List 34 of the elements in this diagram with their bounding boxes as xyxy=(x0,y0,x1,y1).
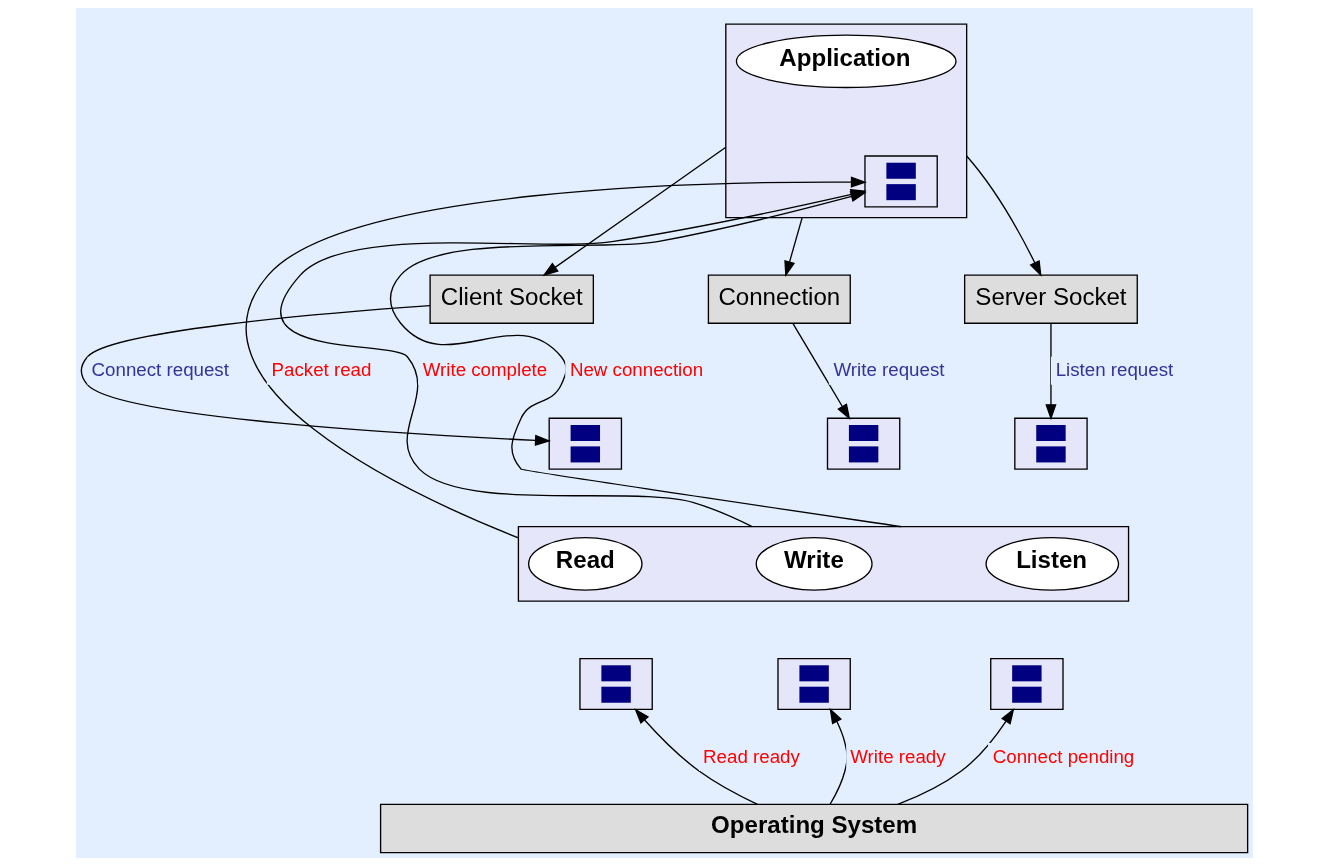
edge-label: Write request xyxy=(833,359,944,381)
arrow xyxy=(791,322,850,420)
arrow xyxy=(389,191,902,528)
arrow xyxy=(965,155,1042,277)
arrow xyxy=(783,216,803,277)
node-box xyxy=(863,155,938,208)
node-ellipse: Read xyxy=(527,536,643,591)
edge-label: Write ready xyxy=(849,745,946,767)
arrow xyxy=(541,146,726,277)
edge-label: Packet read xyxy=(271,359,371,381)
node-box: Server Socket xyxy=(963,274,1138,324)
edge-label: Listen request xyxy=(1055,359,1173,381)
node-ellipse: Listen xyxy=(984,536,1119,591)
edge-label: Connect pending xyxy=(992,745,1134,767)
node-box xyxy=(989,657,1064,711)
node-box: Connection xyxy=(707,274,851,324)
arrow xyxy=(1044,322,1057,421)
edge-label: Read ready xyxy=(702,745,800,767)
node-box xyxy=(826,417,900,470)
edge-label: Write complete xyxy=(422,359,547,381)
node-ellipse: Application xyxy=(735,34,957,89)
node-box: Operating System xyxy=(379,803,1248,854)
node-ellipse: Write xyxy=(755,536,873,591)
node-box xyxy=(548,417,622,470)
node-box: Client Socket xyxy=(428,274,594,324)
arrow xyxy=(896,708,1014,806)
cluster xyxy=(517,526,1129,602)
cluster xyxy=(724,23,967,219)
node-box xyxy=(578,657,653,711)
node-box xyxy=(776,657,851,711)
edge-label: New connection xyxy=(569,359,703,381)
edge-label: Connect request xyxy=(91,359,229,381)
node-box xyxy=(1013,417,1088,470)
arrow xyxy=(633,708,758,805)
